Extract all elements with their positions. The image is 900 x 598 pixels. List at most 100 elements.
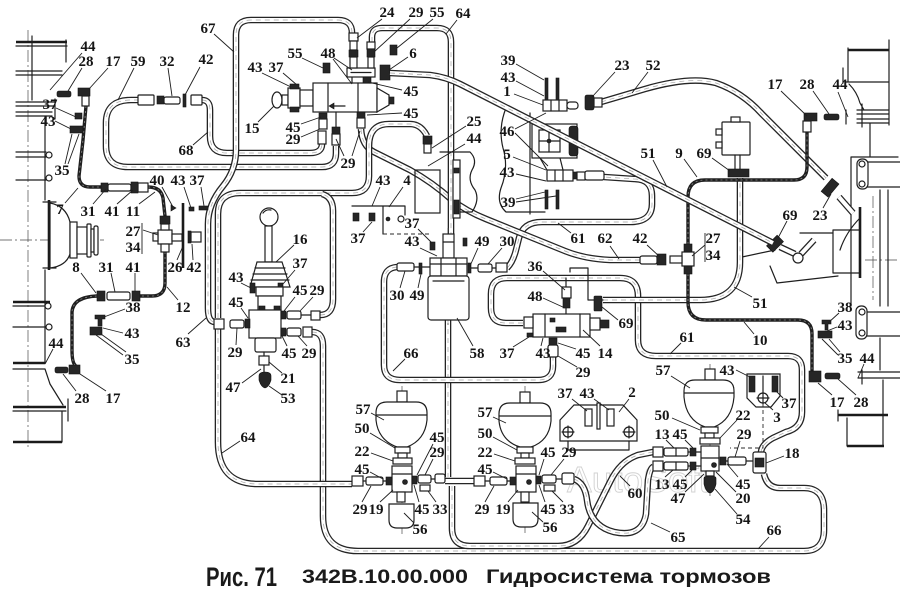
fitting-28 [823,113,840,121]
callout-label: 25 [467,114,482,130]
callout-label: 16 [293,232,309,248]
callout-label: 45 [673,427,688,443]
elbow [434,473,446,484]
callout-label: 68 [179,143,194,159]
callout-label: 39 [501,53,516,69]
callout-label: 31 [99,260,114,276]
clamp-35 [69,125,84,134]
fitting-24 [349,40,358,51]
cap-56 [512,502,539,528]
block-19 [515,465,537,493]
part-code: 342B.10.00.000 [302,566,468,588]
ring-50 [516,446,534,454]
fitting-29 [356,117,366,129]
callout-label: 17 [768,77,784,93]
fitting [190,231,202,243]
callout-label: 49 [410,288,425,304]
tee-port [160,223,170,231]
callout-label: 19 [496,502,511,518]
valve-body-lines [327,76,371,129]
bolt-39 [544,77,549,101]
frame-lines [741,39,900,447]
callout-label: 9 [675,146,683,162]
frame-plates [13,40,67,444]
fitting-29-nut [331,126,341,135]
nut-45 [244,318,251,329]
callout-label: 35 [55,163,70,179]
callout-label: 45 [293,283,308,299]
callout-label: 27 [126,224,142,240]
fitting-28 [824,372,841,380]
valve-block-44 [414,135,478,219]
flange-nut [289,106,300,113]
callout-label: 29 [310,283,325,299]
callout-label: 37 [43,97,59,113]
fitting-25 [423,143,432,154]
callout-label: 23 [813,208,828,224]
callout-label: 46 [500,124,516,140]
hose-body [146,185,167,218]
callout-label: 42 [187,260,202,276]
callout-label: 48 [528,289,543,305]
callout-label: 44 [833,77,849,93]
elbow [495,262,508,273]
neck [397,452,408,459]
callout-label: 62 [598,231,613,247]
callout-label: 69 [619,316,634,332]
callout-label: 11 [126,204,140,220]
callout-label: 37 [269,60,285,76]
nut-45 [548,337,558,346]
accumulator-right [652,364,767,497]
ring-22 [514,457,536,465]
callout-label: 51 [641,146,656,162]
callout-label: 57 [356,402,372,418]
fitting-29 [286,327,302,337]
callout-label: 29 [341,156,356,172]
hose-end [566,101,579,110]
callout-label: 15 [245,121,260,137]
callout-label: 44 [81,39,97,55]
pipe-bore [799,238,816,256]
cap-56 [388,503,415,529]
bolt-55 [389,44,398,56]
plate-lines [756,375,770,405]
end-plug [388,96,395,105]
bolt [462,237,468,247]
ring-50 [700,426,719,434]
hose-12 [138,250,167,298]
callout-label: 51 [753,296,768,312]
knob-highlight [262,209,272,214]
callout-label: 19 [369,502,384,518]
callout-label: 24 [380,5,396,21]
callout-label: 43 [580,386,595,402]
fitting-48 [523,316,534,329]
callout-label: 29 [228,345,243,361]
valve-cover [255,286,284,297]
fitting-33 [543,484,556,492]
ring-22 [699,437,721,445]
callout-label: 65 [671,530,686,546]
callout-label: 30 [500,234,515,250]
center-lines [865,196,900,300]
fitting-21 [258,355,270,366]
callout-label: 63 [176,335,191,351]
callout-label: 45 [229,295,244,311]
callout-label: 43 [838,318,853,334]
bolt-37 [368,212,376,222]
callout-label: 43 [405,234,420,250]
elbow-stem [81,95,90,107]
accumulator-middle [473,386,575,533]
mounting-plate [452,159,461,219]
hub-disc [93,225,99,256]
bolt-43 [606,408,615,427]
pipe-centerline [201,99,323,154]
connector-lines [484,478,563,482]
callout-label: 40 [150,173,165,189]
callout-label: 57 [478,405,494,421]
nut-45 [356,111,366,119]
bolt-39 [544,189,549,210]
pipe-68 [202,100,322,153]
valve-54 [703,475,717,494]
pipe-connector [302,326,313,338]
pipe-centerline [105,99,337,168]
